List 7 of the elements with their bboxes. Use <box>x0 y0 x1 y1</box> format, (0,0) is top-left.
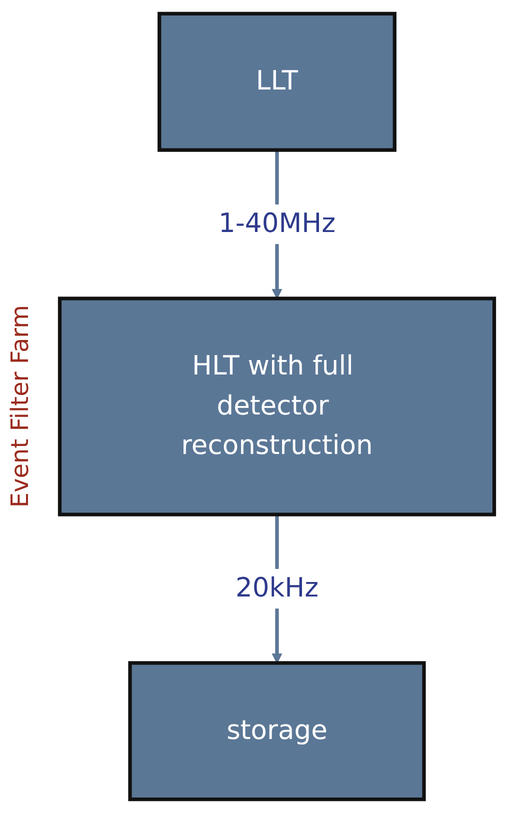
edge-label: 1-40MHz <box>218 209 336 240</box>
side-label: Event Filter Farm <box>6 305 34 508</box>
edge-label: 20kHz <box>235 574 319 604</box>
node-box <box>58 296 496 516</box>
flowchart-drawing: LLT 1-40MHz HLT with full detector reconstruction 20kHz storage <box>40 4 514 809</box>
node-box <box>158 12 396 152</box>
node-box <box>128 661 426 802</box>
